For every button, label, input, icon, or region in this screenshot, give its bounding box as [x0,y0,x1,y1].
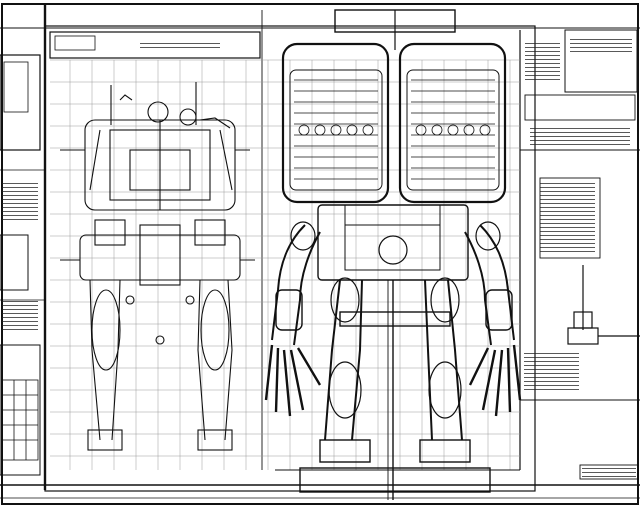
left-detail-stack [1,379,39,461]
sheet-border [0,3,640,505]
right-text-texture-3 [530,125,630,145]
robot-front-view-drawing [60,82,255,451]
tank-valve [415,124,427,136]
bottom-right-text-texture [582,467,636,477]
tank-valve [463,124,475,136]
left-text-texture-1 [2,180,38,220]
tank-valve [314,124,326,136]
component-detail-icon [567,265,640,345]
tank-valve [431,124,443,136]
robot-mech-detail-drawing [264,42,522,500]
right-text-texture-1 [540,182,595,252]
tank-valve [298,124,310,136]
right-info-blocks [520,94,640,480]
left-text-texture-2 [2,300,38,330]
tank-valve [447,124,459,136]
right-text-texture-2 [525,40,560,80]
header-text-texture [140,40,220,48]
tank-valve [362,124,374,136]
right-text-texture-5 [524,350,579,390]
header-frame [49,9,638,93]
tank-valve [330,124,342,136]
tank-valve [346,124,358,136]
tank-valve [479,124,491,136]
drafting-grid [50,59,520,470]
right-text-texture-4 [570,36,632,52]
